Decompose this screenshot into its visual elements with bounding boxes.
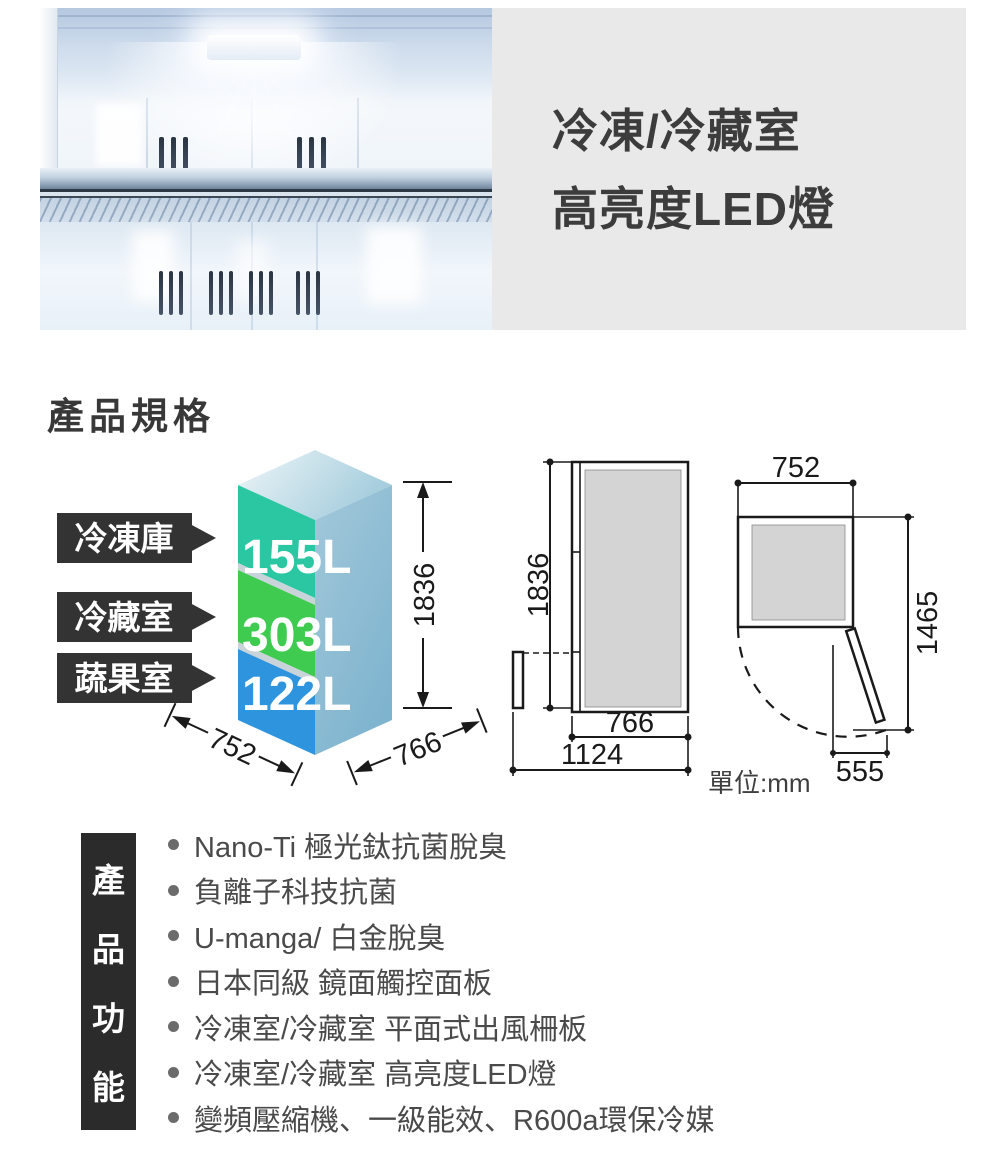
bullet-icon [168,884,179,896]
unit-label: 單位:mm [708,768,811,798]
bullet-icon [168,975,179,987]
bullet-icon [168,1066,179,1078]
shelf-edge [40,196,492,198]
feature-item: 冷凍室/冷藏室 平面式出風柵板 [168,1004,714,1050]
features-title-char: 功 [92,1000,125,1037]
top-view-drawing: 752 1465 555 [734,452,944,788]
compartment-tag-vegetable: 蔬果室 [57,653,216,703]
banner-caption-line1: 冷凍/冷藏室 [552,105,801,157]
floor-reflection [366,226,422,304]
dim-door-clearance-value: 555 [836,756,884,788]
side-view-drawing: 1836 766 1124 [509,458,692,776]
feature-text: Nano-Ti 極光鈦抗菌脫臭 [194,831,508,864]
feature-item: U-manga/ 白金脫臭 [168,913,714,959]
vegetable-capacity: 122L [242,668,351,721]
fridge-capacity: 303L [242,609,351,662]
banner-caption: 冷凍/冷藏室 高亮度LED燈 [552,92,835,248]
vent-grille-icon [209,271,233,315]
led-banner: 冷凍/冷藏室 高亮度LED燈 [40,8,966,330]
features-list: Nano-Ti 極光鈦抗菌脫臭 負離子科技抗菌 U-manga/ 白金脫臭 日本… [168,822,714,1141]
led-light-fixture [207,35,301,60]
vent-grille-icon [297,137,326,177]
bullet-icon [168,1021,179,1033]
dim-height-value: 1836 [409,563,441,628]
features-title-char: 品 [92,931,125,968]
floor-reflection [132,230,174,302]
door-swing-arc [736,626,887,738]
feature-text: 冷凍室/冷藏室 平面式出風柵板 [194,1013,588,1046]
freezer-section [238,485,315,598]
shelf-texture [40,198,492,222]
banner-caption-line2: 高亮度LED燈 [552,183,835,235]
features-section-title: 產 品 功 能 [81,833,136,1130]
dim-depth-side-value: 766 [606,707,654,739]
dim-width-value: 752 [203,723,260,772]
wall-seam [190,222,192,330]
dim-width-top-value: 752 [772,452,820,484]
light-ray [252,62,256,154]
shelf-gap [40,192,492,196]
bullet-icon [168,930,179,942]
feature-text: 日本同級 鏡面觸控面板 [194,968,493,1001]
feature-text: U-manga/ 白金脫臭 [194,922,446,955]
ceiling-line [40,15,492,17]
dim-height-iso: 1836 [403,481,452,709]
feature-text: 變頻壓縮機、一級能效、R600a環保冷媒 [194,1104,715,1137]
open-door-top [844,626,886,725]
iso-capacity-box: 155L 303L 122L [238,450,392,755]
iso-side-face [315,485,392,755]
shelf-edge [40,189,492,192]
dim-depth-value: 766 [390,726,447,774]
feature-item: 變頻壓縮機、一級能效、R600a環保冷媒 [168,1095,714,1141]
vent-grille-icon [159,271,183,315]
dim-swing-depth-value: 1465 [912,591,944,656]
tag-label: 冷凍庫 [75,520,174,557]
tag-label: 蔬果室 [75,660,174,697]
open-door-side [511,650,525,710]
vent-grille-icon [296,271,320,315]
section-divider [238,642,315,684]
dim-height-side-value: 1836 [523,553,555,618]
vent-grille-icon [159,137,188,177]
section-divider [238,563,315,605]
dim-door-open-depth-value: 1124 [561,739,623,771]
fridge-section [238,570,315,677]
glass-shelf [40,168,492,189]
bullet-icon [168,1112,179,1124]
feature-item: 冷凍室/冷藏室 高亮度LED燈 [168,1050,714,1096]
spec-diagrams: 155L 303L 122L 冷凍庫 冷藏室 蔬果室 1 [57,450,944,798]
tag-label: 冷藏室 [75,599,174,636]
feature-item: 負離子科技抗菌 [168,868,714,914]
bullet-icon [168,839,179,851]
ceiling-line [40,27,492,29]
feature-item: Nano-Ti 極光鈦抗菌脫臭 [168,822,714,868]
compartment-tag-freezer: 冷凍庫 [57,513,216,563]
compartment-tag-fridge: 冷藏室 [57,592,216,642]
vegetable-section [238,649,315,755]
spec-section-title: 產品規格 [47,396,215,437]
freezer-capacity: 155L [242,531,351,584]
vent-grille-icon [249,271,273,315]
fridge-interior-photo [40,8,492,330]
feature-item: 日本同級 鏡面觸控面板 [168,959,714,1005]
features-title-char: 產 [92,862,125,899]
feature-text: 負離子科技抗菌 [194,877,398,910]
feature-text: 冷凍室/冷藏室 高亮度LED燈 [194,1059,557,1092]
features-title-char: 能 [92,1069,125,1106]
